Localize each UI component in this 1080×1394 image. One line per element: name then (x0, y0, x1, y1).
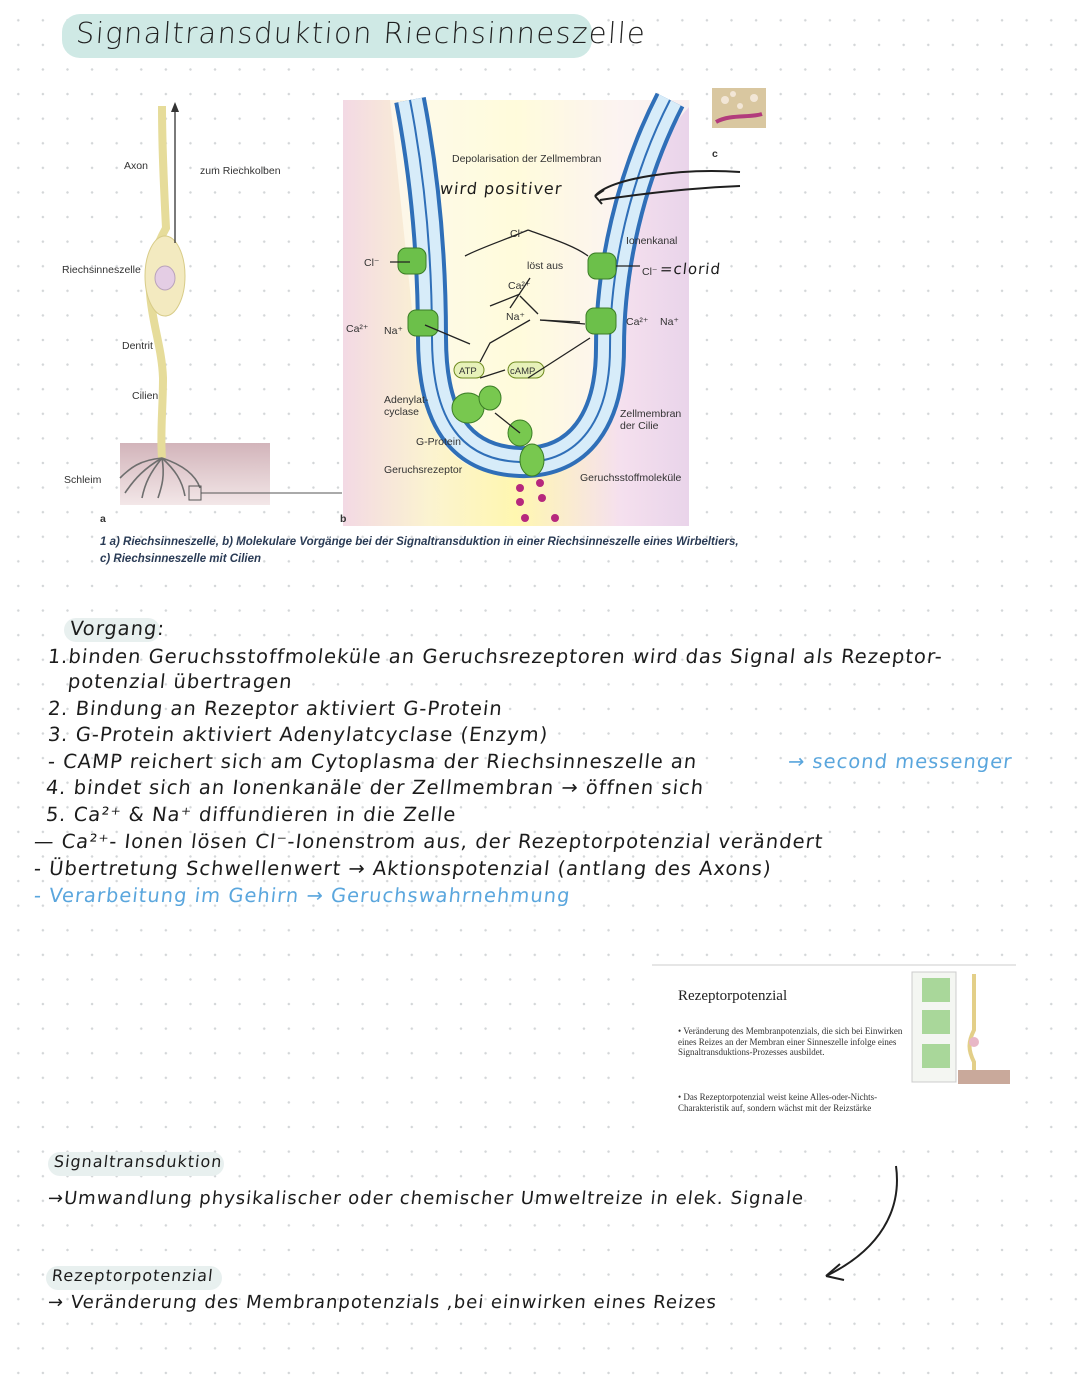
slide-graphic (908, 970, 1012, 1088)
note-line-9: - Übertretung Schwellenwert → Aktionspot… (33, 857, 773, 880)
label-schleim: Schleim (64, 474, 101, 486)
label-cilien: Cilien (132, 390, 158, 402)
label-c: c (712, 148, 718, 160)
label-dentrit: Dentrit (122, 340, 153, 352)
slide-bullet-2: • Das Rezeptorpotenzial weist keine Alle… (678, 1092, 906, 1113)
label-ionenkanal: Ionenkanal (626, 235, 677, 247)
slide-title: Rezeptorpotenzial (678, 988, 787, 1005)
rezeptor-title: Rezeptorpotenzial (51, 1266, 215, 1285)
note-line-4: 3. G-Protein aktiviert Adenylatcyclase (… (47, 723, 550, 746)
notes-heading: Vorgang: (69, 617, 166, 640)
label-zum-riechkolben: zum Riechkolben (200, 165, 281, 177)
label-wird-positiver: wird positiver (439, 179, 563, 198)
note-line-8: — Ca²⁺- Ionen lösen Cl⁻-Ionenstrom aus, … (33, 830, 825, 853)
label-depolarisation: Depolarisation der Zellmembran (452, 153, 601, 165)
signal-title: Signaltransduktion (53, 1152, 223, 1171)
label-riechsinneszelle: Riechsinneszelle (62, 264, 141, 276)
signal-transduction-figure (50, 88, 780, 588)
page-title: Signaltransduktion Riechsinneszelle (75, 16, 648, 50)
label-b: b (340, 513, 346, 525)
figure-caption: 1 a) Riechsinneszelle, b) Molekulare Vor… (100, 534, 780, 568)
label-geruchsrezeptor: Geruchsrezeptor (384, 464, 462, 476)
note-line-10: - Verarbeitung im Gehirn → Geruchswahrne… (33, 884, 572, 907)
note-line-5: - CAMP reichert sich am Cytoplasma der R… (47, 750, 699, 773)
slide-thumbnail: Rezeptorpotenzial • Veränderung des Memb… (652, 966, 1016, 1132)
curved-arrow (810, 1160, 910, 1290)
label-atp: ATP (459, 366, 477, 377)
label-zellmembran-cilie: Zellmembran der Cilie (620, 408, 681, 432)
label-adenylatcyclase: Adenylat- cyclase (384, 394, 428, 418)
label-cl-right: Cl⁻ (642, 266, 657, 278)
label-a: a (100, 513, 106, 525)
signal-text: →Umwandlung physikalischer oder chemisch… (47, 1188, 805, 1209)
label-na-right: Na⁺ (660, 316, 679, 328)
label-camp: cAMP (510, 366, 535, 377)
label-ca-center: Ca²⁺ (508, 280, 530, 292)
note-line-3: 2. Bindung an Rezeptor aktiviert G-Prote… (47, 697, 504, 720)
label-ca-right: Ca²⁺ (626, 316, 648, 328)
nucleus (155, 266, 175, 290)
slide-bullet-1: • Veränderung des Membranpotenzials, die… (678, 1026, 906, 1058)
caption-line-2: c) Riechsinneszelle mit Cilien (100, 551, 780, 568)
label-cl-top: Cl⁻ (510, 228, 525, 240)
label-clorid: =clorid (659, 260, 722, 278)
note-line-7: 5. Ca²⁺ & Na⁺ diffundieren in die Zelle (45, 803, 458, 826)
rezeptor-text: → Veränderung des Membranpotenzials ,bei… (47, 1292, 718, 1313)
label-ca-left: Ca²⁺ (346, 323, 368, 335)
label-na-center: Na⁺ (506, 311, 525, 323)
caption-line-1: 1 a) Riechsinneszelle, b) Molekulare Vor… (100, 534, 780, 551)
label-geruchsstoffmolekuele: Geruchsstoffmoleküle (580, 472, 681, 484)
label-axon: Axon (124, 160, 148, 172)
label-g-protein: G-Protein (416, 436, 461, 448)
label-na-left: Na⁺ (384, 325, 403, 337)
label-cl-left: Cl⁻ (364, 257, 379, 269)
note-line-2: potenzial übertragen (67, 670, 294, 693)
note-line-1: 1.binden Geruchsstoffmoleküle an Geruchs… (47, 645, 944, 668)
note-line-6: 4. bindet sich an Ionenkanäle der Zellme… (45, 776, 706, 799)
second-messenger: → second messenger (787, 750, 1014, 773)
label-loest-aus: löst aus (527, 260, 563, 272)
